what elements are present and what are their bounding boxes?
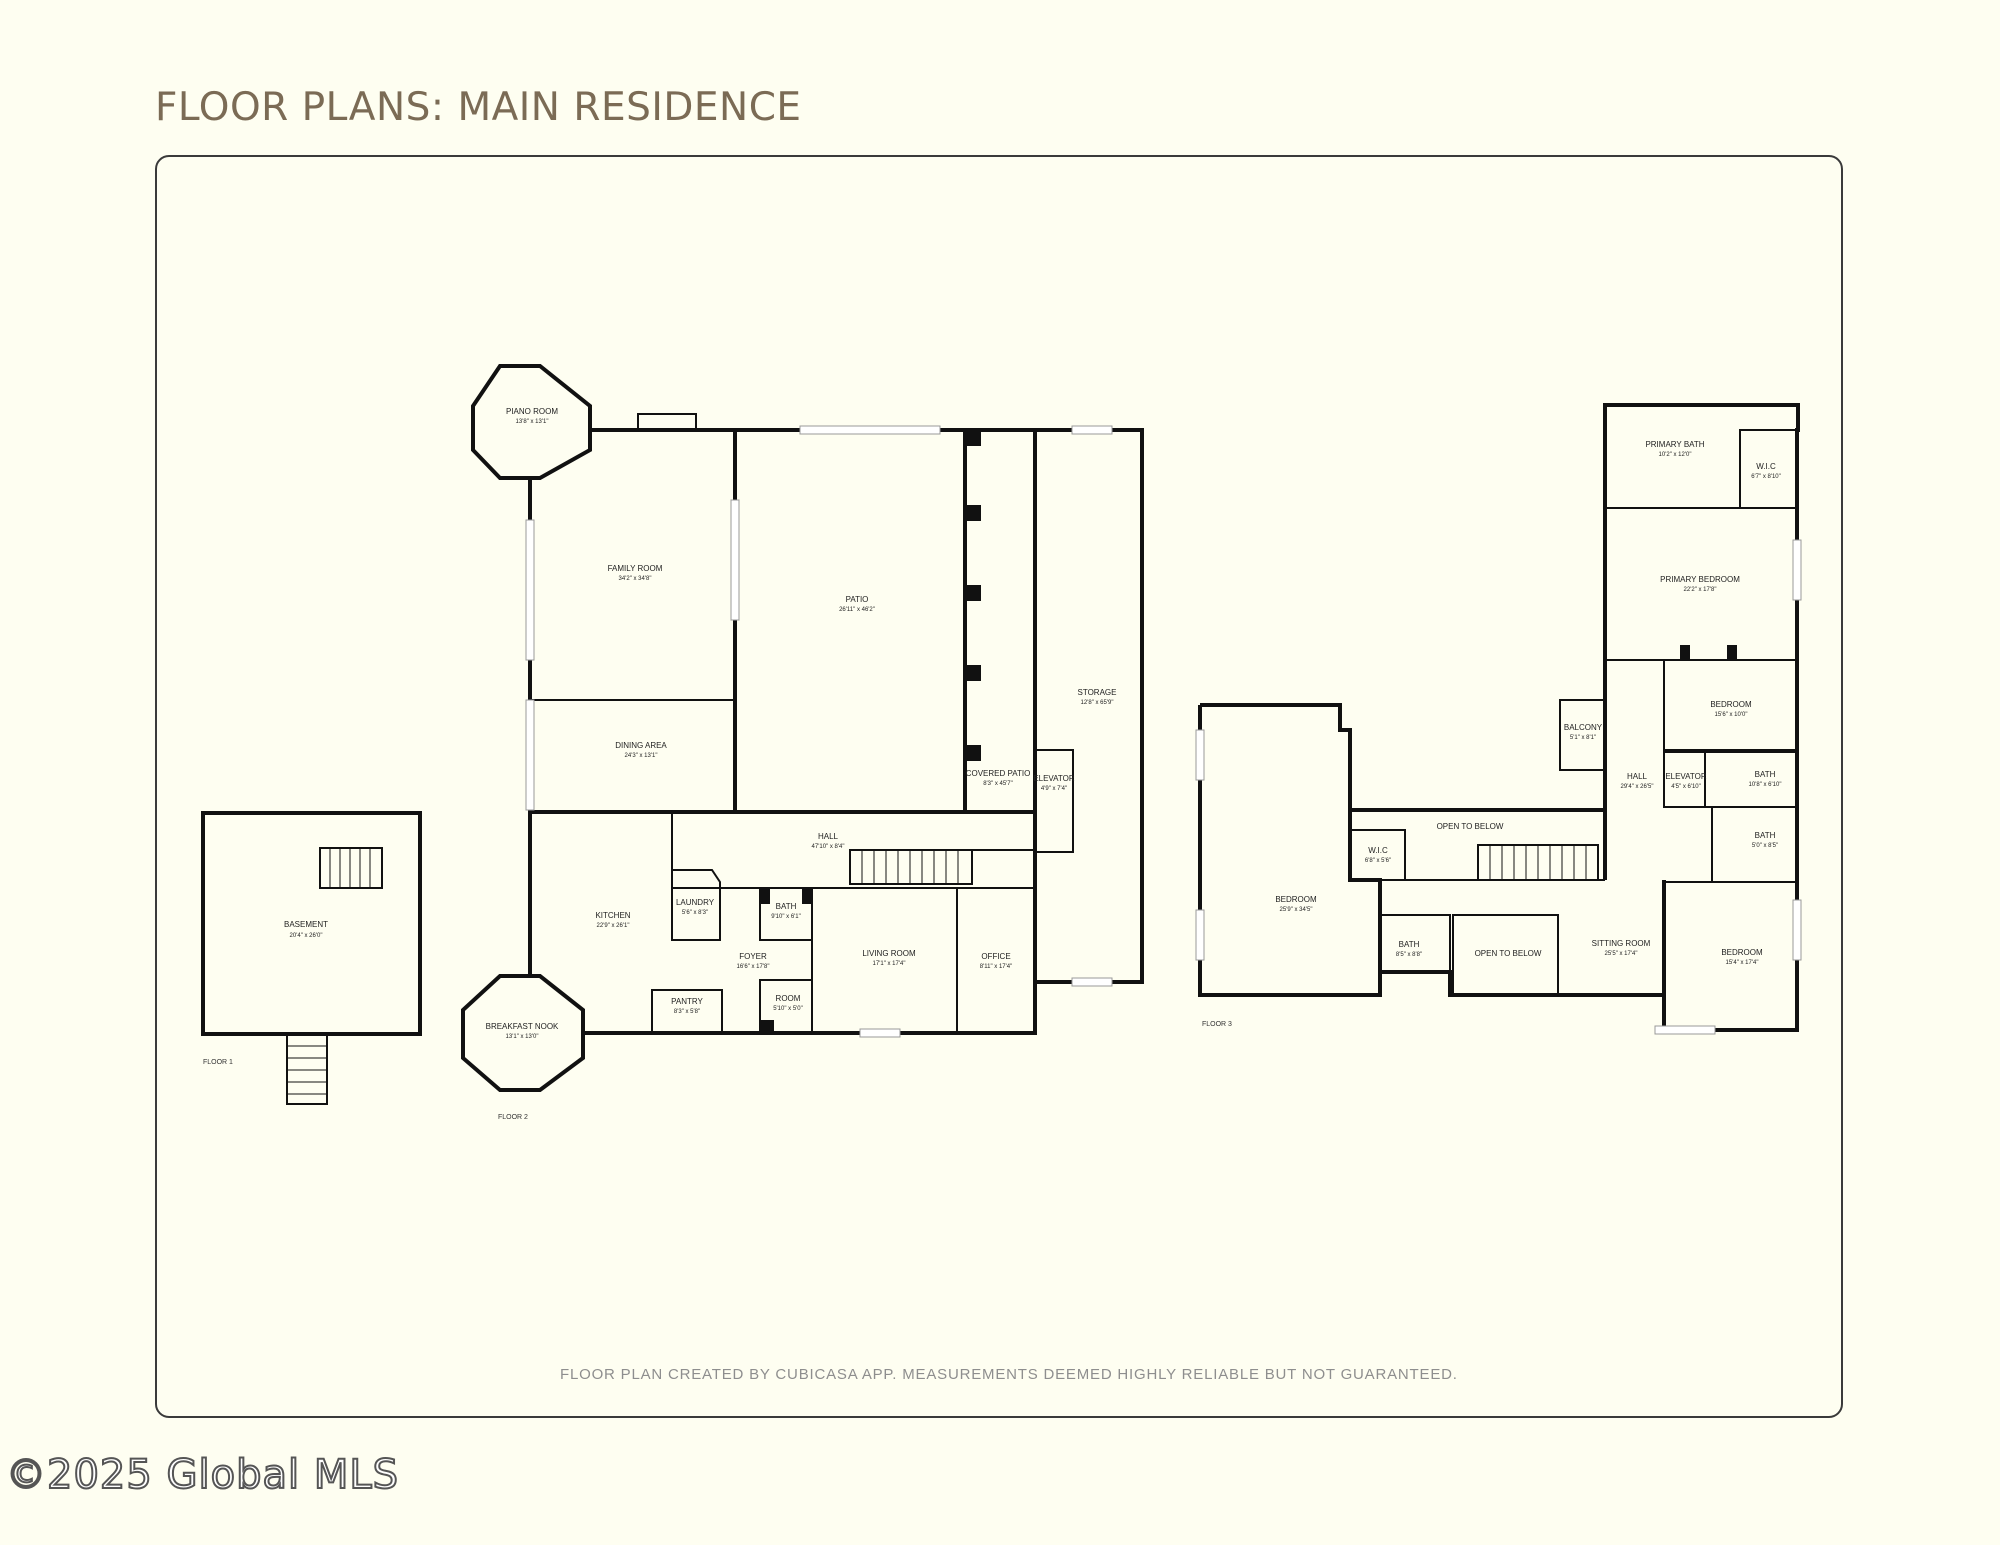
room-name: FOYER	[739, 952, 767, 961]
room-name: BATH	[776, 902, 797, 911]
room-dims: 8'3" x 5'8"	[674, 1009, 700, 1015]
room-name: FAMILY ROOM	[608, 564, 663, 573]
disclaimer-text: FLOOR PLAN CREATED BY CUBICASA APP. MEAS…	[560, 1366, 1458, 1383]
room-dims: 13'1" x 13'0"	[506, 1034, 539, 1040]
floor-1	[201, 811, 422, 1105]
room-name: OPEN TO BELOW	[1475, 949, 1542, 958]
floor-label: FLOOR 2	[498, 1114, 528, 1121]
room-name: HALL	[818, 832, 839, 841]
room-name: PIANO ROOM	[506, 407, 558, 416]
room-dims: 25'9" x 34'5"	[1280, 907, 1313, 913]
room-dims: 15'6" x 10'0"	[1715, 712, 1748, 718]
room-name: W.I.C	[1756, 462, 1776, 471]
room-name: BATH	[1755, 831, 1776, 840]
room-dims: 5'10" x 5'0"	[773, 1006, 803, 1012]
room-dims: 9'10" x 6'1"	[771, 914, 801, 920]
room-name: BASEMENT	[284, 920, 328, 929]
room-name: BREAKFAST NOOK	[486, 1022, 559, 1031]
room-name: PANTRY	[671, 997, 703, 1006]
page-title: FLOOR PLANS: MAIN RESIDENCE	[155, 85, 802, 130]
room-name: ELEVATOR	[1665, 772, 1707, 781]
room-dims: 12'8" x 65'9"	[1081, 700, 1114, 706]
floor-label: FLOOR 3	[1202, 1021, 1232, 1028]
floor-3	[1195, 403, 1802, 1035]
room-name: OPEN TO BELOW	[1437, 822, 1504, 831]
room-dims: 4'5" x 6'10"	[1671, 784, 1701, 790]
room-name: BALCONY	[1564, 723, 1603, 732]
room-dims: 16'6" x 17'8"	[737, 964, 770, 970]
floor-label: FLOOR 1	[203, 1059, 233, 1066]
room-name: OFFICE	[981, 952, 1010, 961]
watermark: ©2025 Global MLS	[5, 1451, 400, 1499]
room-name: COVERED PATIO	[966, 769, 1031, 778]
room-dims: 4'9" x 7'4"	[1041, 786, 1067, 792]
room-name: ROOM	[776, 994, 801, 1003]
room-name: W.I.C	[1368, 846, 1388, 855]
room-dims: 24'3" x 13'1"	[625, 753, 658, 759]
room-name: BEDROOM	[1721, 948, 1763, 957]
room-dims: 10'8" x 6'10"	[1749, 782, 1782, 788]
room-name: BATH	[1755, 770, 1776, 779]
room-name: ELEVATOR	[1033, 774, 1075, 783]
room-dims: 5'6" x 8'3"	[682, 910, 708, 916]
room-dims: 26'11" x 46'2"	[839, 607, 875, 613]
room-dims: 34'2" x 34'8"	[619, 576, 652, 582]
room-dims: 8'11" x 17'4"	[980, 964, 1012, 970]
room-dims: 6'8" x 5'6"	[1365, 858, 1391, 864]
room-name: SITTING ROOM	[1592, 939, 1651, 948]
room-name: DINING AREA	[615, 741, 667, 750]
room-dims: 47'10" x 8'4"	[812, 844, 845, 850]
room-name: LIVING ROOM	[862, 949, 916, 958]
room-name: PATIO	[846, 595, 869, 604]
room-name: STORAGE	[1078, 688, 1117, 697]
room-dims: 15'4" x 17'4"	[1726, 960, 1759, 966]
room-dims: 22'2" x 17'8"	[1684, 587, 1717, 593]
room-dims: 10'2" x 12'0"	[1659, 452, 1692, 458]
room-dims: 8'5" x 8'8"	[1396, 952, 1422, 958]
room-dims: 5'0" x 8'5"	[1752, 843, 1778, 849]
floor-plan-panel	[155, 155, 1843, 1418]
room-name: PRIMARY BEDROOM	[1660, 575, 1740, 584]
room-dims: 22'9" x 26'1"	[597, 923, 630, 929]
room-name: BEDROOM	[1275, 895, 1317, 904]
room-name: BEDROOM	[1710, 700, 1752, 709]
room-dims: 5'1" x 8'1"	[1570, 735, 1596, 741]
floor-2	[461, 364, 1144, 1092]
room-name: PRIMARY BATH	[1645, 440, 1704, 449]
room-dims: 17'1" x 17'4"	[873, 961, 906, 967]
room-dims: 8'3" x 45'7"	[983, 781, 1013, 787]
room-name: HALL	[1627, 772, 1648, 781]
room-name: LAUNDRY	[676, 898, 715, 907]
room-dims: 25'5" x 17'4"	[1605, 951, 1638, 957]
room-dims: 29'4" x 26'5"	[1621, 784, 1654, 790]
room-dims: 20'4" x 26'0"	[290, 933, 323, 939]
room-dims: 6'7" x 8'10"	[1751, 474, 1781, 480]
room-name: KITCHEN	[595, 911, 630, 920]
room-name: BATH	[1399, 940, 1420, 949]
room-dims: 13'8" x 13'1"	[516, 419, 549, 425]
